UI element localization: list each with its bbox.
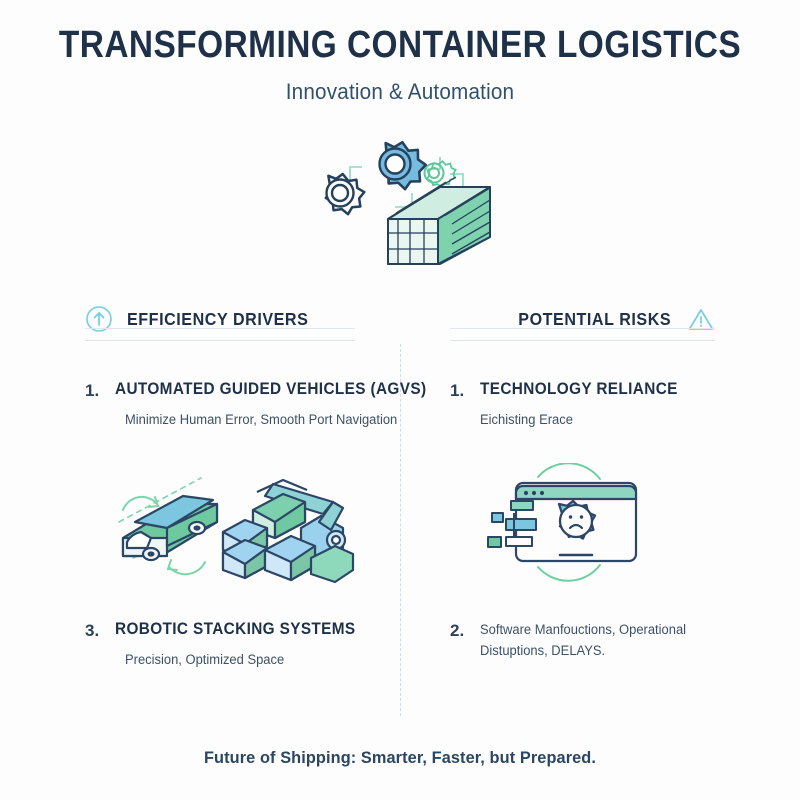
hero-illustration [0, 127, 800, 277]
item-description: Eichisting Erace [480, 412, 573, 427]
footer-tagline: Future of Shipping: Smarter, Faster, but… [203, 748, 597, 767]
automated-guided-vehicle-and-robot-arm-illustration [118, 477, 355, 584]
column-divider [400, 344, 401, 716]
item-description: Minimize Human Error, Smooth Port Naviga… [125, 412, 398, 427]
item-number: 2. [450, 621, 465, 640]
list-item: 2. Software Manfouctions, Operational Di… [450, 620, 720, 662]
header: TRANSFORMING CONTAINER LOGISTICS Innovat… [0, 0, 800, 105]
list-item: 1. AUTOMATED GUIDED VEHICLES (AGVS) Mini… [85, 380, 426, 431]
item-description: Software Manfouctions, Operational Distu… [480, 622, 687, 658]
column-header-left: EFFICIENCY DRIVERS [85, 298, 355, 340]
item-number: 3. [85, 621, 100, 640]
item-number: 1. [450, 381, 465, 400]
page-subtitle: Innovation & Automation [285, 78, 515, 104]
gears-and-shipping-container-illustration [324, 141, 491, 266]
list-item: 1. TECHNOLOGY RELIANCE Eichisting Erace [450, 380, 720, 431]
content-columns: EFFICIENCY DRIVERS 1. AUTOMATED GUIDED V… [0, 298, 800, 728]
column-potential-risks: POTENTIAL RISKS 1. TECHNOLOGY RELIANCE E… [450, 298, 715, 658]
column-title-left: EFFICIENCY DRIVERS [127, 308, 309, 329]
item-number: 1. [85, 381, 100, 400]
arrow-up-circle-icon [86, 306, 112, 332]
list-item: 3. ROBOTIC STACKING SYSTEMS Precision, O… [85, 620, 385, 671]
page-title: TRANSFORMING CONTAINER LOGISTICS [58, 24, 742, 66]
column-efficiency-drivers: EFFICIENCY DRIVERS 1. AUTOMATED GUIDED V… [85, 298, 426, 667]
item-title: TECHNOLOGY RELIANCE [480, 380, 678, 398]
item-title: AUTOMATED GUIDED VEHICLES (AGVS) [115, 380, 427, 398]
footer-rule-right [450, 328, 715, 329]
footer-rule-left [85, 328, 355, 329]
column-title-right: POTENTIAL RISKS [518, 308, 671, 329]
item-title: ROBOTIC STACKING SYSTEMS [115, 620, 356, 638]
laptop-with-sad-gear-error-illustration [487, 463, 638, 582]
warning-triangle-icon [688, 309, 714, 330]
header-rule-right [450, 340, 715, 341]
column-header-right: POTENTIAL RISKS [450, 298, 715, 340]
header-rule-left [85, 340, 355, 341]
item-description: Precision, Optimized Space [125, 652, 285, 667]
